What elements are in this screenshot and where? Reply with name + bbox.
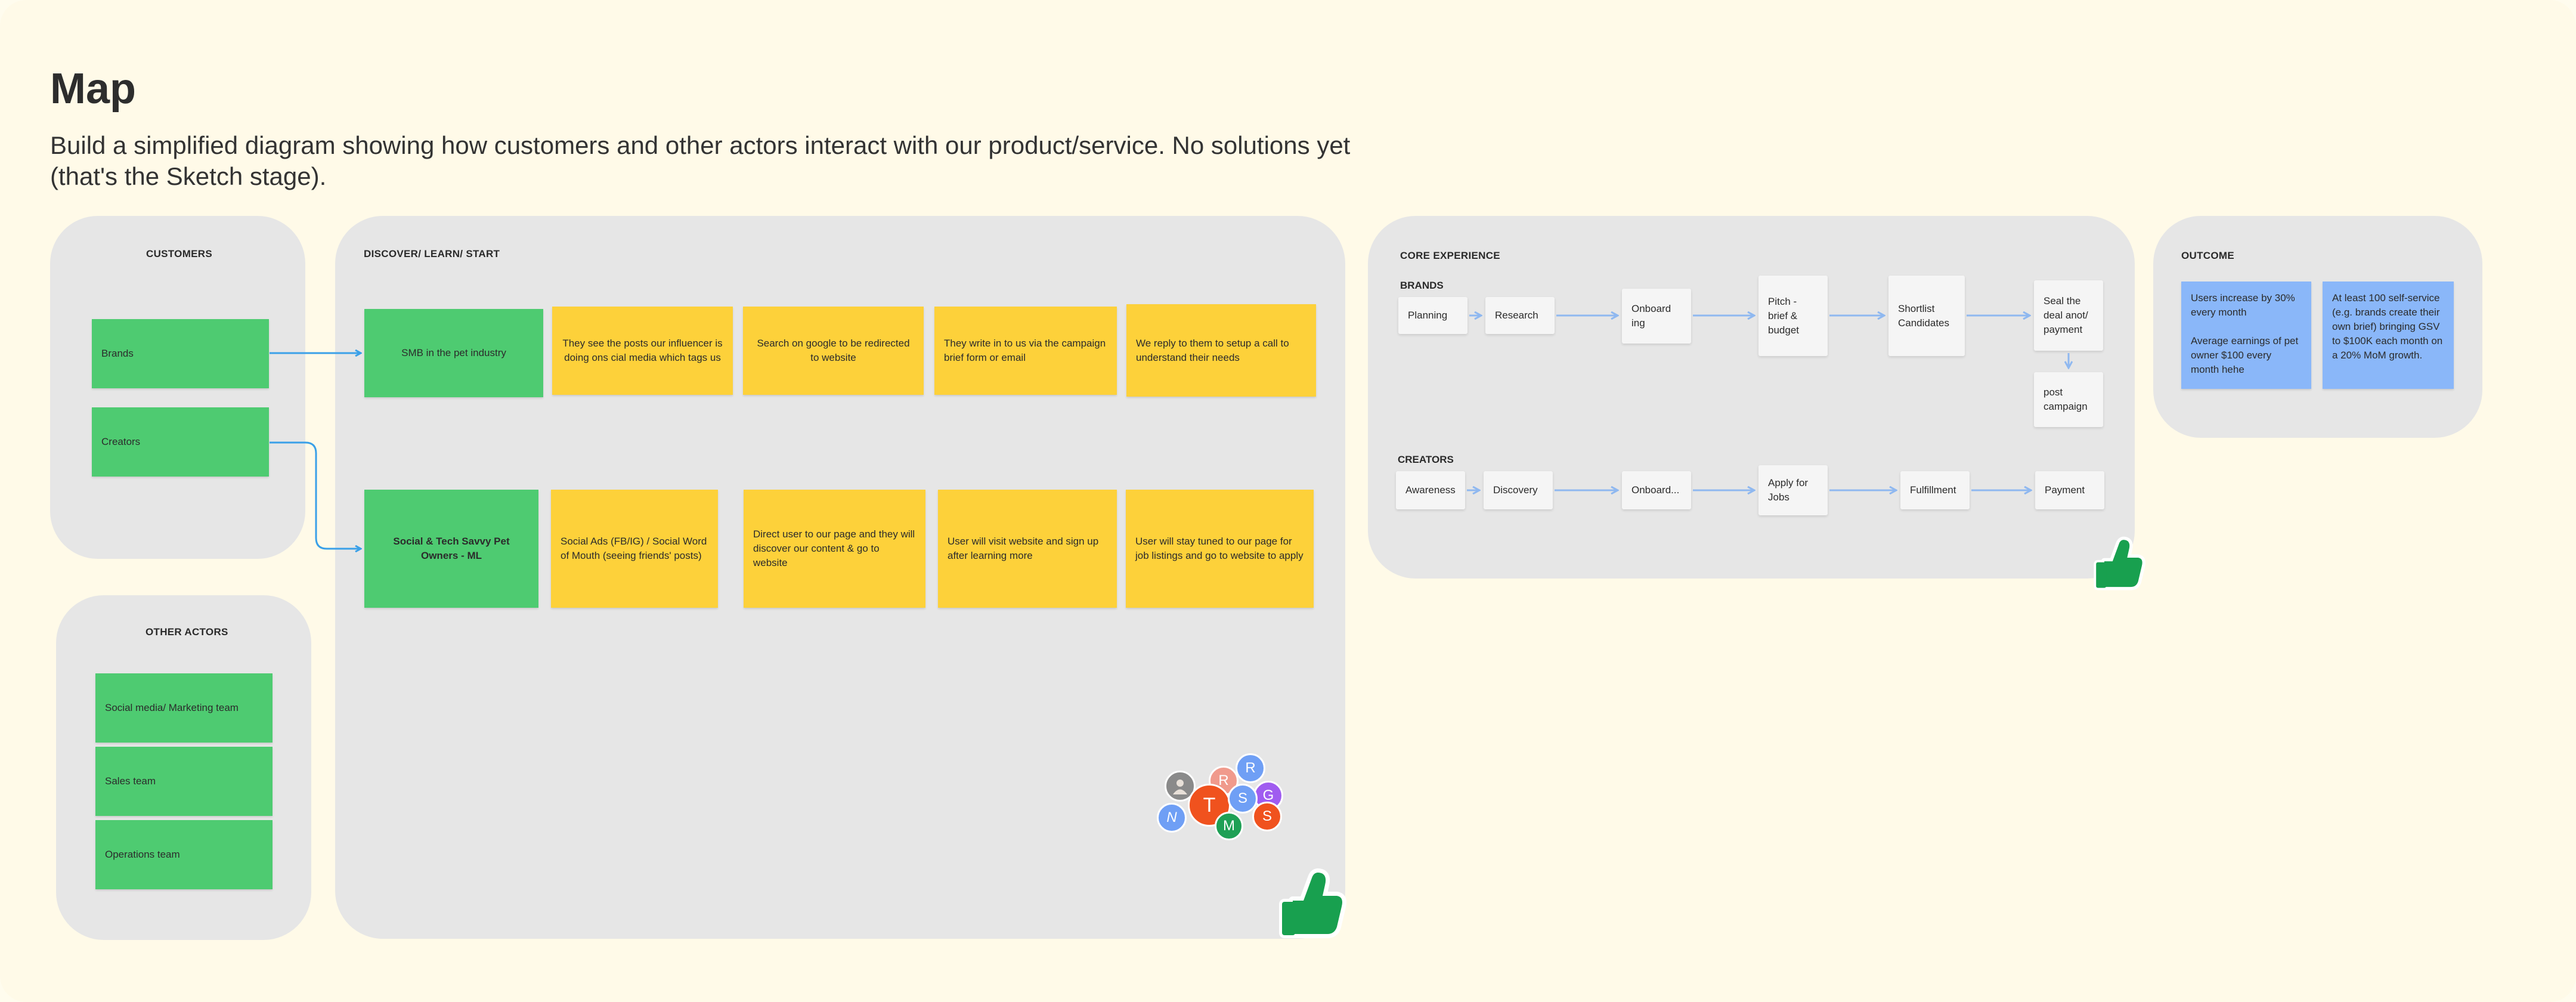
other-actors-label: OTHER ACTORS xyxy=(145,626,228,638)
discover-sticky-setup-call[interactable]: We reply to them to setup a call to unde… xyxy=(1126,304,1316,397)
core-experience-label: CORE EXPERIENCE xyxy=(1400,250,1500,261)
discover-sticky-influencer-posts[interactable]: They see the posts our influencer is doi… xyxy=(552,307,733,395)
actor-sticky-sales[interactable]: Sales team xyxy=(95,747,273,816)
discover-sticky-smb[interactable]: SMB in the pet industry xyxy=(364,309,543,397)
discover-sticky-brief-form[interactable]: They write in to us via the campaign bri… xyxy=(934,307,1117,395)
brands-step-seal-deal[interactable]: Seal the deal anot/ payment xyxy=(2034,280,2103,351)
discover-sticky-direct-user[interactable]: Direct user to our page and they will di… xyxy=(744,490,925,608)
collaborator-avatar-r2[interactable]: R xyxy=(1236,753,1265,783)
discover-sticky-google-search[interactable]: Search on google to be redirected to web… xyxy=(743,307,924,395)
collaborator-avatar-s2[interactable]: S xyxy=(1252,802,1282,831)
brands-step-post-campaign[interactable]: post campaign xyxy=(2034,372,2103,427)
creators-step-fulfillment[interactable]: Fulfillment xyxy=(1900,471,1970,509)
brands-step-planning[interactable]: Planning xyxy=(1398,297,1467,334)
person-icon xyxy=(1173,780,1187,794)
page-subtitle: Build a simplified diagram showing how c… xyxy=(50,131,1351,190)
discover-sticky-pet-owners[interactable]: Social & Tech Savvy Pet Owners - ML xyxy=(364,490,538,608)
brands-step-research[interactable]: Research xyxy=(1485,297,1555,334)
discover-sticky-stay-tuned[interactable]: User will stay tuned to our page for job… xyxy=(1126,490,1314,608)
discover-sticky-visit-website[interactable]: User will visit website and sign up afte… xyxy=(938,490,1117,608)
brands-step-shortlist[interactable]: Shortlist Candidates xyxy=(1888,276,1965,356)
discover-label: DISCOVER/ LEARN/ START xyxy=(364,248,500,259)
collaborator-avatar-m[interactable]: M xyxy=(1215,812,1243,840)
core-brands-label: BRANDS xyxy=(1400,280,1444,291)
creators-step-discovery[interactable]: Discovery xyxy=(1484,471,1553,509)
customers-label: CUSTOMERS xyxy=(146,248,213,259)
thumbs-up-icon[interactable] xyxy=(1275,865,1346,942)
outcome-sticky-user-growth[interactable]: Users increase by 30% every month Averag… xyxy=(2181,282,2311,389)
creators-step-apply-jobs[interactable]: Apply for Jobs xyxy=(1758,465,1828,515)
core-experience-section[interactable] xyxy=(1368,216,2135,579)
customer-sticky-brands[interactable]: Brands xyxy=(92,319,269,388)
thumbs-up-icon-small[interactable] xyxy=(2091,534,2145,593)
brands-step-onboarding[interactable]: Onboard ing xyxy=(1622,289,1691,344)
core-creators-label: CREATORS xyxy=(1398,454,1454,465)
creators-step-onboarding[interactable]: Onboard... xyxy=(1622,471,1691,509)
brands-step-pitch[interactable]: Pitch - brief & budget xyxy=(1758,276,1828,356)
discover-sticky-social-ads[interactable]: Social Ads (FB/IG) / Social Word of Mout… xyxy=(551,490,718,608)
actor-sticky-social-media[interactable]: Social media/ Marketing team xyxy=(95,673,273,743)
collaborator-avatar-s1[interactable]: S xyxy=(1228,784,1258,814)
creators-step-payment[interactable]: Payment xyxy=(2035,471,2104,509)
creators-step-awareness[interactable]: Awareness xyxy=(1396,471,1465,509)
outcome-label: OUTCOME xyxy=(2181,250,2234,261)
collaborator-avatar-n[interactable]: N xyxy=(1157,803,1187,833)
outcome-sticky-self-service[interactable]: At least 100 self-service (e.g. brands c… xyxy=(2323,282,2454,389)
page-title: Map xyxy=(50,65,136,113)
customer-sticky-creators[interactable]: Creators xyxy=(92,407,269,477)
actor-sticky-operations[interactable]: Operations team xyxy=(95,820,273,889)
